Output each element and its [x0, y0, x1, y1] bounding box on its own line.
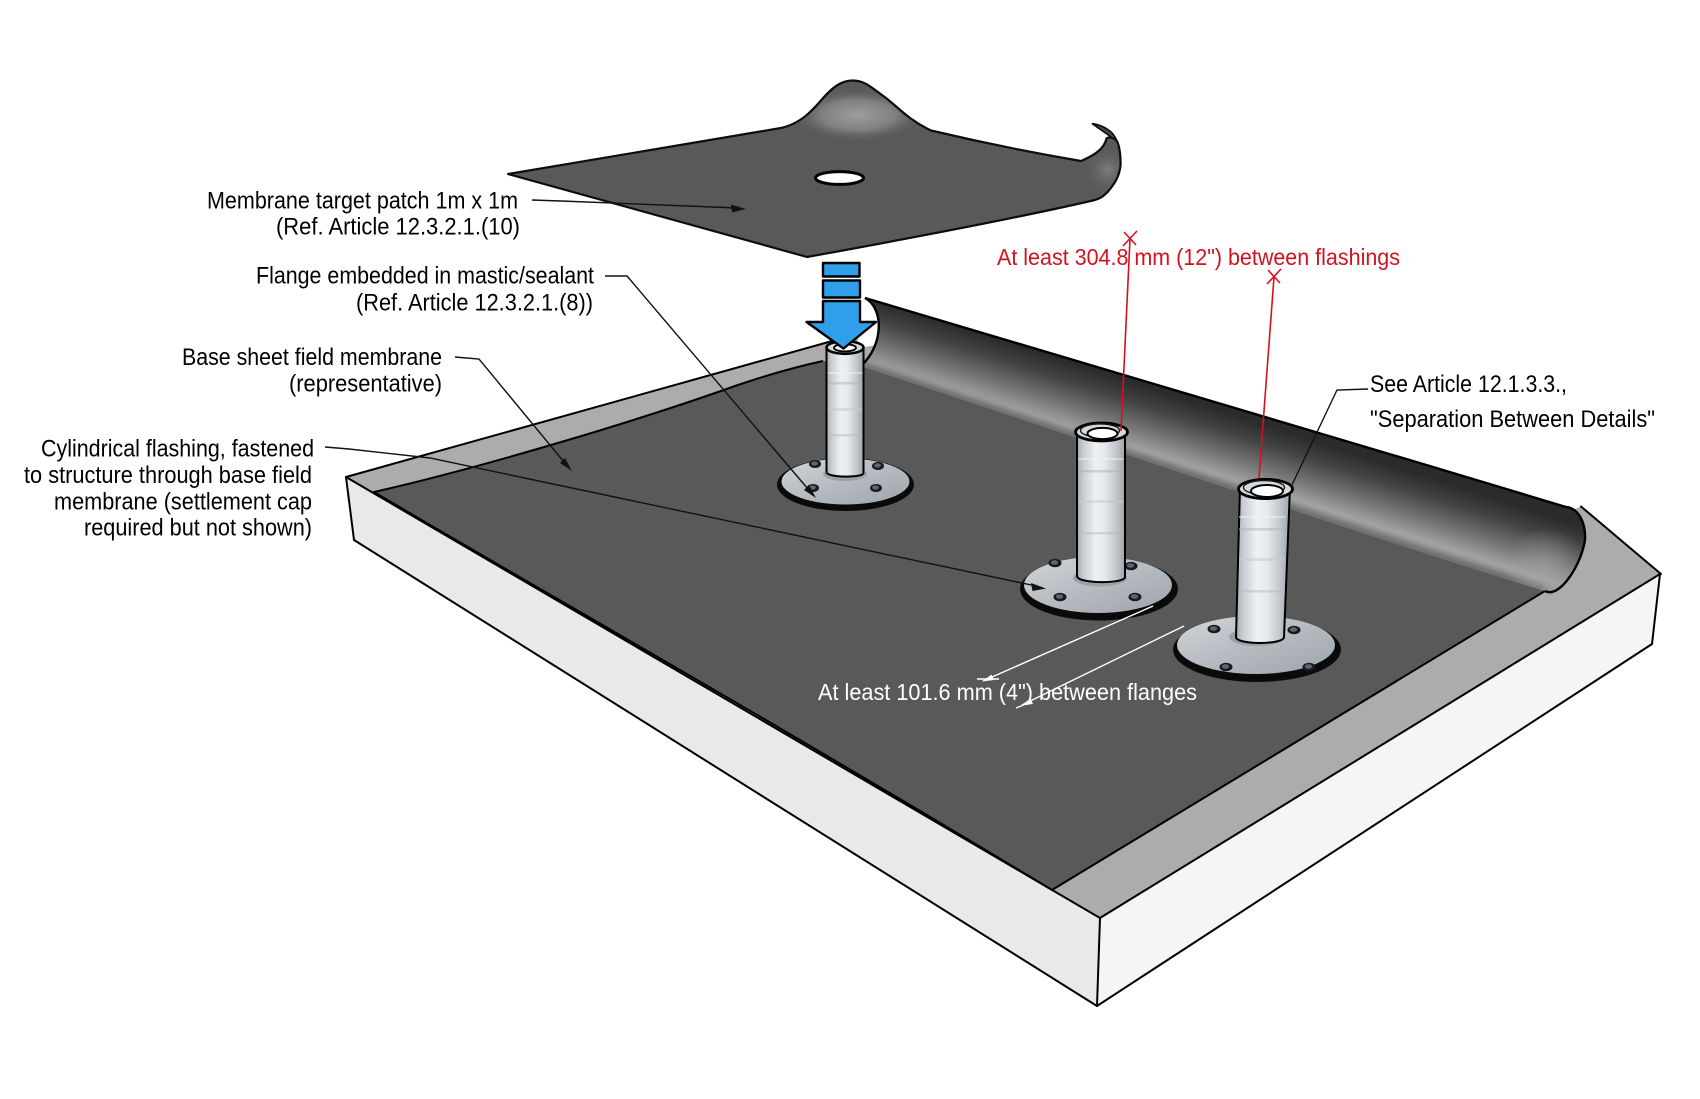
- svg-text:membrane (settlement cap: membrane (settlement cap: [54, 489, 312, 516]
- svg-text:At least 304.8 mm (12") betwee: At least 304.8 mm (12") between flashing…: [997, 244, 1400, 270]
- svg-text:See Article 12.1.3.3.,: See Article 12.1.3.3.,: [1370, 371, 1567, 398]
- svg-text:Flange embedded in mastic/seal: Flange embedded in mastic/sealant: [256, 263, 594, 290]
- svg-text:(representative): (representative): [289, 371, 442, 398]
- svg-text:required but not shown): required but not shown): [84, 515, 312, 542]
- svg-text:Cylindrical flashing, fastened: Cylindrical flashing, fastened: [41, 436, 314, 463]
- svg-text:Membrane target patch 1m x 1m: Membrane target patch 1m x 1m: [207, 188, 518, 215]
- svg-text:Base sheet field membrane: Base sheet field membrane: [182, 344, 442, 371]
- svg-text:(Ref. Article 12.3.2.1.(8)): (Ref. Article 12.3.2.1.(8)): [356, 290, 593, 317]
- svg-text:At least 101.6 mm (4") between: At least 101.6 mm (4") between flanges: [818, 679, 1197, 705]
- svg-text:(Ref. Article 12.3.2.1.(10): (Ref. Article 12.3.2.1.(10): [276, 214, 520, 241]
- svg-text:to structure through base fiel: to structure through base field: [24, 462, 312, 489]
- svg-text:"Separation Between Details": "Separation Between Details": [1370, 406, 1655, 433]
